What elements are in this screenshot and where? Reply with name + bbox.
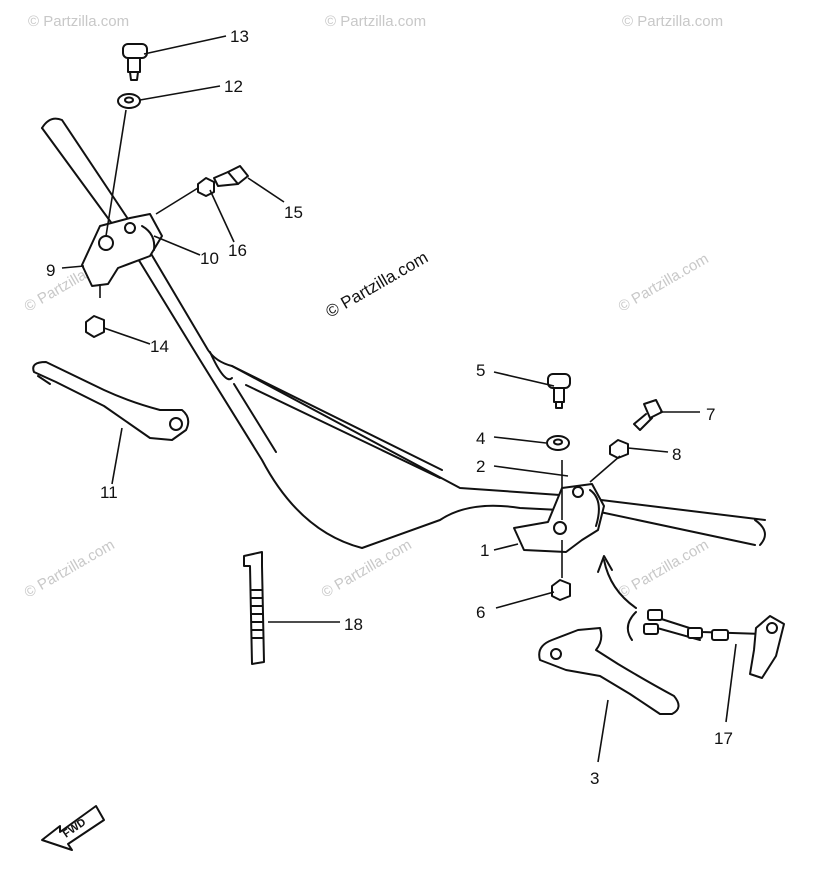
callout-8: 8 [672,445,681,464]
left-holder-bracket [81,213,163,287]
handlebar [41,117,766,549]
bolt-5 [547,373,571,409]
callout-labels: 13 12 15 16 10 9 14 11 18 5 4 2 1 6 7 8 … [46,27,733,788]
watermark: © Partzilla.com [616,536,712,601]
callout-1: 1 [480,541,489,560]
watermark: © Partzilla.com [22,536,118,601]
watermark: © Partzilla.com [622,13,723,30]
callout-11: 11 [100,483,118,502]
callout-9: 9 [46,261,55,280]
callout-13: 13 [230,27,249,46]
callout-18: 18 [344,615,363,634]
watermark: © Partzilla.com [325,13,426,30]
washer-12 [117,93,141,109]
callout-14: 14 [150,337,169,356]
washer-4 [546,435,570,451]
callout-15: 15 [284,203,303,222]
bolt-7 [633,399,663,431]
right-holder-bracket [513,483,605,553]
callout-12: 12 [224,77,243,96]
callout-2: 2 [476,457,485,476]
bolt-13 [122,43,148,81]
callout-17: 17 [714,729,733,748]
callout-5: 5 [476,361,485,380]
watermark: © Partzilla.com [616,250,712,315]
cable-strap-18 [243,551,265,665]
bolt-15 [213,165,249,187]
callout-3: 3 [590,769,599,788]
nut-8 [609,439,629,459]
curved-arrow-icon [597,555,637,609]
fwd-arrow-icon: FWD [41,805,105,851]
clutch-lever-11 [32,361,190,441]
brake-lever-3 [538,627,680,715]
callout-6: 6 [476,603,485,622]
callout-7: 7 [706,405,715,424]
switch-assembly-17 [626,609,785,679]
callout-4: 4 [476,429,485,448]
nut-6 [551,579,571,601]
leader-lines [61,35,737,763]
copyright-text: © Partzilla.com [323,248,432,322]
callout-10: 10 [200,249,219,268]
callout-16: 16 [228,241,247,260]
nut-14 [85,315,105,338]
watermark: © Partzilla.com [28,13,129,30]
